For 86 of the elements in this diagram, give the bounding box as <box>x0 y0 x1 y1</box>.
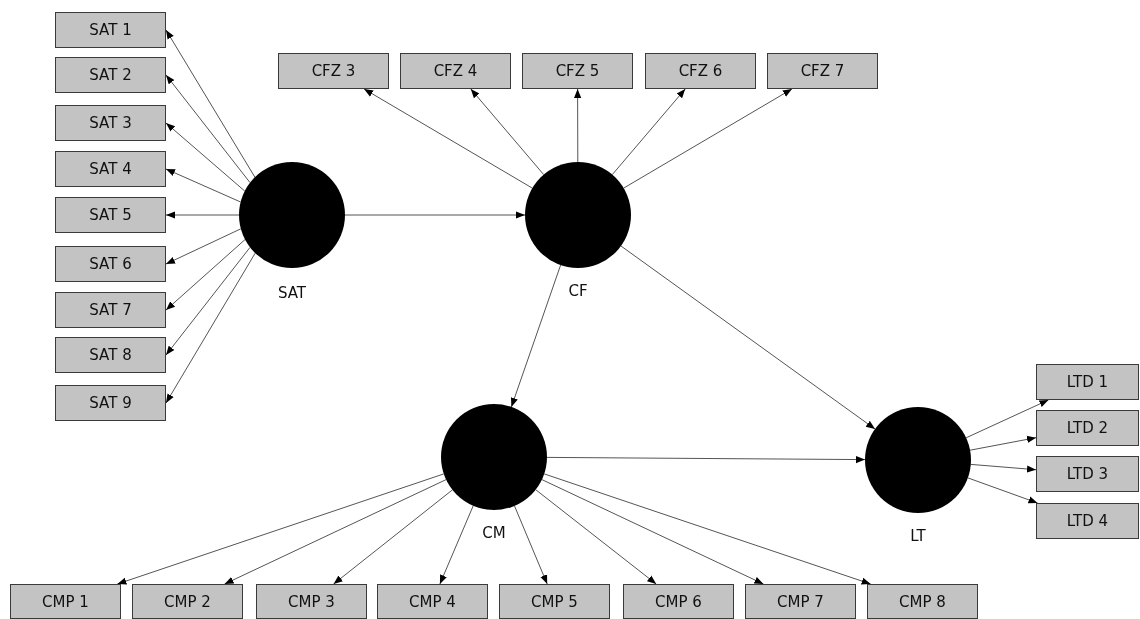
indicator-box <box>55 292 166 328</box>
indicator-box <box>55 385 166 421</box>
arrow <box>165 74 251 184</box>
indicator-label: SAT 8 <box>89 346 132 364</box>
indicator-label: CMP 4 <box>409 592 456 611</box>
indicator-label: CMP 8 <box>899 592 946 611</box>
indicator-box <box>55 151 166 187</box>
indicator-box <box>55 12 166 48</box>
arrow <box>165 246 251 356</box>
indicator-label: LTD 1 <box>1066 373 1109 391</box>
indicator-box <box>377 584 488 619</box>
indicator-box <box>1036 456 1139 492</box>
indicator-box <box>55 337 166 373</box>
arrow <box>165 122 246 192</box>
arrow <box>165 239 246 311</box>
indicator-box <box>132 584 243 619</box>
construct-label: CF <box>568 282 588 300</box>
indicator-box <box>256 584 367 619</box>
indicator-label: CFZ 5 <box>555 62 600 80</box>
arrow <box>965 399 1049 439</box>
arrow <box>165 211 240 219</box>
arrow <box>333 489 453 585</box>
indicator-box <box>645 53 756 89</box>
indicator-label: CFZ 6 <box>678 62 723 80</box>
indicator-box <box>55 105 166 141</box>
indicator-box <box>499 584 610 619</box>
indicator-label: CMP 7 <box>777 592 824 611</box>
indicator-box <box>55 197 166 233</box>
arrow <box>967 477 1038 504</box>
indicator-box <box>10 584 121 619</box>
indicator-label: CMP 6 <box>655 592 702 611</box>
indicator-label: SAT 1 <box>89 21 132 39</box>
indicator-label: SAT 9 <box>89 394 132 412</box>
arrow <box>344 211 526 219</box>
indicator-label: CFZ 7 <box>800 62 845 80</box>
arrow <box>970 463 1037 473</box>
indicator-box <box>867 584 978 619</box>
indicator-box <box>745 584 856 619</box>
arrow <box>623 88 793 189</box>
arrow <box>546 455 866 464</box>
indicator-label: LTD 3 <box>1066 465 1109 483</box>
arrow <box>543 473 872 585</box>
indicator-box <box>1036 503 1139 539</box>
arrow <box>165 168 242 203</box>
indicator-label: CMP 5 <box>531 592 578 611</box>
arrow <box>514 505 548 585</box>
indicator-box <box>1036 364 1139 400</box>
arrow <box>541 479 764 585</box>
arrow <box>535 489 657 585</box>
arrow <box>969 435 1037 451</box>
arrow <box>165 29 256 178</box>
arrow <box>439 505 474 585</box>
arrow <box>224 479 447 585</box>
construct-label: SAT <box>277 284 307 302</box>
indicator-box <box>278 53 389 89</box>
indicator-label: CMP 2 <box>164 592 211 611</box>
indicator-label: SAT 7 <box>89 301 132 319</box>
indicator-label: CFZ 3 <box>311 62 356 80</box>
indicator-label: CMP 1 <box>42 592 89 611</box>
construct-label: LT <box>910 527 926 545</box>
arrow <box>510 264 562 408</box>
indicator-label: LTD 2 <box>1066 419 1109 437</box>
arrow <box>116 473 445 585</box>
indicator-box <box>55 57 166 93</box>
indicator-label: SAT 3 <box>89 114 132 132</box>
arrow <box>574 88 582 163</box>
indicator-box <box>1036 410 1139 446</box>
indicator-label: SAT 2 <box>89 66 132 84</box>
arrow <box>165 252 256 404</box>
arrow <box>363 88 533 189</box>
arrow <box>165 228 242 265</box>
indicator-label: LTD 4 <box>1066 512 1109 530</box>
indicator-box <box>522 53 633 89</box>
arrow <box>620 245 876 430</box>
indicator-box <box>767 53 878 89</box>
indicator-box <box>623 584 734 619</box>
indicator-label: SAT 6 <box>89 255 132 273</box>
arrow <box>611 88 686 176</box>
indicator-label: CMP 3 <box>288 592 335 611</box>
construct-label: CM <box>482 524 506 542</box>
indicator-box <box>400 53 511 89</box>
arrow <box>470 88 545 176</box>
indicator-label: SAT 4 <box>89 160 132 178</box>
indicator-label: CFZ 4 <box>433 62 478 80</box>
indicator-label: SAT 5 <box>89 206 132 224</box>
indicator-box <box>55 246 166 282</box>
